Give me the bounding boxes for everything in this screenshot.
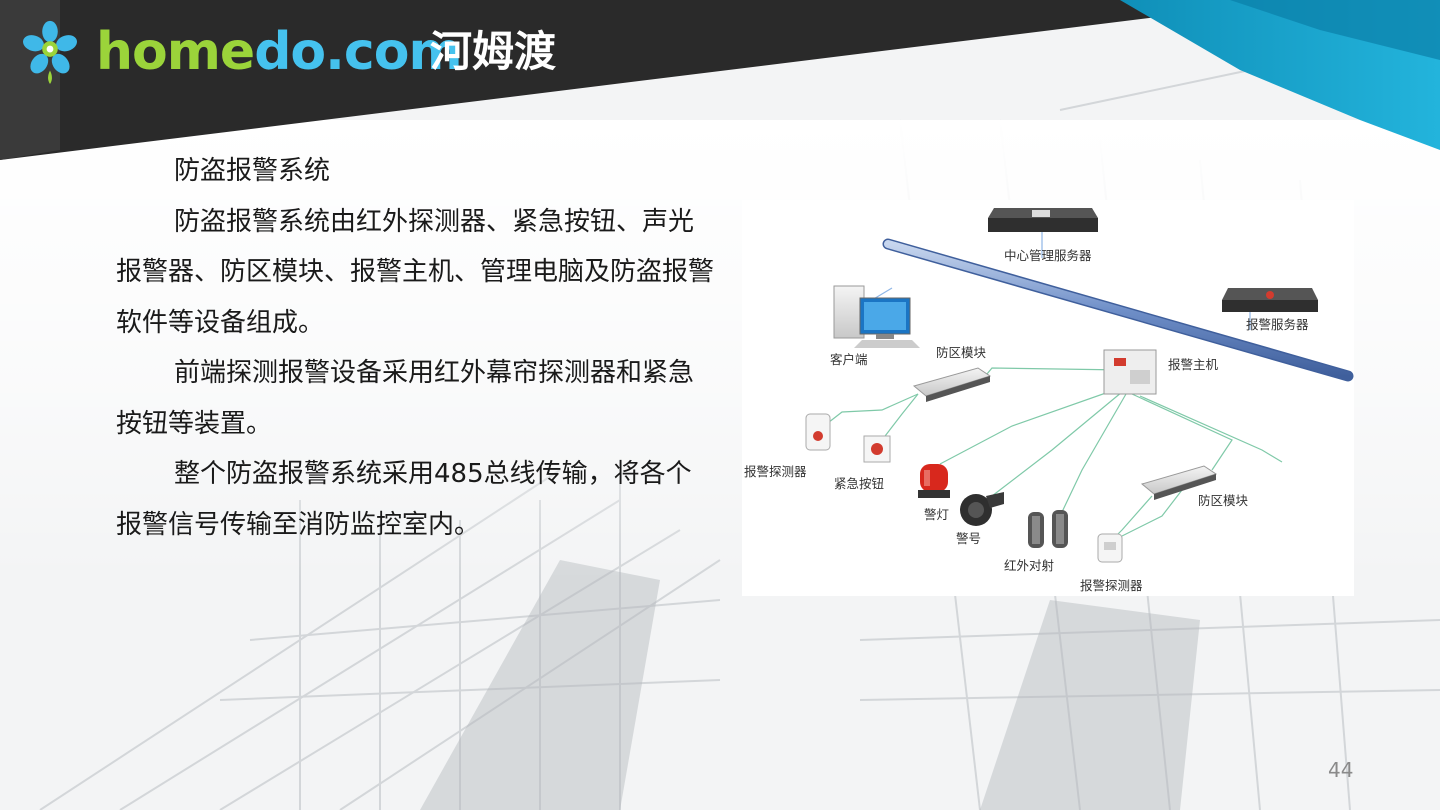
- brand-chinese-name: 河姆渡: [430, 27, 557, 76]
- alarm-server-icon: [1222, 288, 1318, 312]
- emergency-button-icon: [863, 435, 891, 463]
- network-backbone: [882, 238, 1354, 382]
- label-alarm-detector-2: 报警探测器: [1080, 578, 1143, 593]
- label-alarm-detector-1: 报警探测器: [744, 464, 807, 479]
- alarm-system-diagram: 中心管理服务器 报警服务器 客户端 防区模块: [742, 200, 1354, 596]
- page-number: 44: [1328, 758, 1354, 782]
- label-infrared-beam: 红外对射: [1004, 558, 1054, 573]
- label-alarm-server: 报警服务器: [1246, 317, 1309, 332]
- infrared-beam-icon: [1028, 510, 1068, 548]
- slide-body: 防盗报警系统 防盗报警系统由红外探测器、紧急按钮、声光报警器、防区模块、报警主机…: [116, 146, 716, 550]
- label-alarm-host: 报警主机: [1168, 357, 1219, 372]
- homedo-flower-logo-icon: [23, 20, 77, 85]
- label-zone-module-2: 防区模块: [1198, 493, 1249, 508]
- client-pc-icon: [833, 285, 920, 348]
- paragraph-2: 前端探测报警设备采用红外幕帘探测器和紧急按钮等装置。: [116, 358, 695, 439]
- section-heading: 防盗报警系统: [174, 156, 331, 186]
- alarm-detector-2-icon: [1097, 533, 1123, 563]
- brand-wordmark: homedo.com: [96, 20, 463, 84]
- label-emergency-button: 紧急按钮: [834, 476, 884, 491]
- wordmark-home: home: [96, 22, 255, 82]
- zone-module-2-icon: [1140, 465, 1218, 500]
- diagram-svg: 中心管理服务器 报警服务器 客户端 防区模块: [744, 208, 1354, 593]
- center-server-icon: [988, 208, 1098, 232]
- warning-light-icon: [918, 464, 950, 498]
- alarm-host-icon: [1103, 349, 1157, 395]
- zone-module-1-icon: [912, 367, 992, 402]
- siren-icon: [960, 492, 1004, 526]
- label-warning-light: 警灯: [924, 507, 949, 522]
- alarm-detector-1-icon: [805, 413, 831, 451]
- label-client: 客户端: [830, 352, 868, 367]
- paragraph-1: 防盗报警系统由红外探测器、紧急按钮、声光报警器、防区模块、报警主机、管理电脑及防…: [116, 206, 715, 338]
- wordmark-domain: do.com: [254, 22, 462, 82]
- label-siren: 警号: [956, 531, 981, 546]
- label-zone-module-1: 防区模块: [936, 345, 987, 360]
- paragraph-3: 整个防盗报警系统采用485总线传输，将各个报警信号传输至消防监控室内。: [116, 459, 692, 540]
- label-center-server: 中心管理服务器: [1004, 248, 1092, 263]
